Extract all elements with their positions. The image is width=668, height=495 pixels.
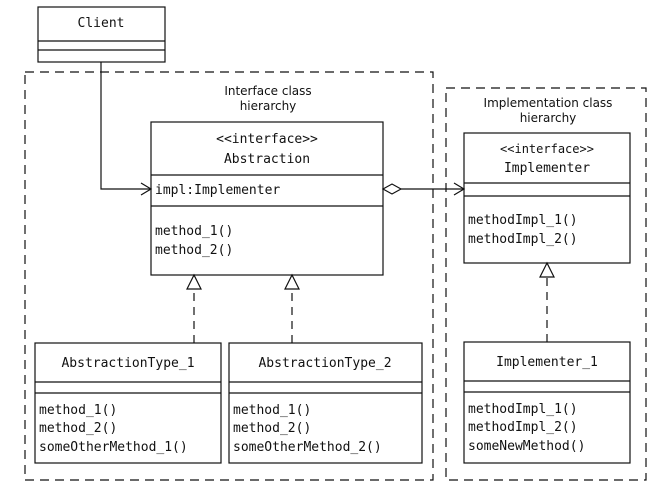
client-class-name: Client [78, 16, 125, 31]
implementer-stereotype: <<interface>> [500, 142, 594, 156]
abstraction-method: method_2() [155, 243, 233, 258]
abstraction-type-2-class: AbstractionType_2 method_1() method_2() … [228, 342, 423, 464]
abstraction-method: method_1() [155, 224, 233, 239]
interface-hierarchy-frame [24, 71, 434, 481]
abstraction-type-2-method: someOtherMethod_2() [233, 440, 382, 455]
client-class: Client [37, 6, 166, 63]
abstraction-type-1-method: method_1() [39, 403, 117, 418]
implementer-1-class: Implementer_1 methodImpl_1() methodImpl_… [463, 341, 631, 464]
abstraction-type-2-class-name: AbstractionType_2 [258, 356, 391, 371]
implementer-class-name: Implementer [504, 161, 590, 176]
abstraction-attribute: impl:Implementer [155, 183, 280, 198]
abstraction-to-implementer-aggregation [381, 182, 466, 196]
abstraction-type-2-method: method_1() [233, 403, 311, 418]
implementer-1-method: someNewMethod() [468, 439, 585, 454]
aggregation-diamond [381, 183, 403, 195]
implementer-1-method: methodImpl_1() [468, 402, 578, 417]
abstraction-type-1-method: someOtherMethod_1() [39, 440, 188, 455]
implementer-1-inheritance [539, 261, 555, 342]
abstraction-type-1-class-name: AbstractionType_1 [61, 356, 194, 371]
implementer-1-method: methodImpl_2() [468, 420, 578, 435]
abstraction-class-name: Abstraction [224, 152, 310, 167]
implementer-class: <<interface>> Implementer methodImpl_1()… [463, 132, 631, 264]
implementation-group-title-line2: hierarchy [520, 111, 577, 125]
client-to-abstraction-association [100, 62, 153, 196]
abstraction-type-1-inheritance [186, 273, 202, 343]
implementer-method: methodImpl_2() [468, 232, 578, 247]
abstraction-type-1-method: method_2() [39, 421, 117, 436]
implementer-method: methodImpl_1() [468, 213, 578, 228]
implementation-hierarchy-frame [445, 87, 647, 481]
abstraction-type-2-method: method_2() [233, 421, 311, 436]
abstraction-type-2-inheritance [284, 273, 300, 343]
abstraction-type-1-class: AbstractionType_1 method_1() method_2() … [34, 342, 222, 464]
abstraction-class: <<interface>> Abstraction impl:Implement… [150, 121, 384, 276]
interface-group-title-line2: hierarchy [240, 99, 297, 113]
interface-group-title-line1: Interface class [224, 84, 311, 98]
implementation-group-title-line1: Implementation class [484, 96, 613, 110]
implementer-1-class-name: Implementer_1 [496, 355, 598, 370]
abstraction-stereotype: <<interface>> [216, 132, 318, 147]
